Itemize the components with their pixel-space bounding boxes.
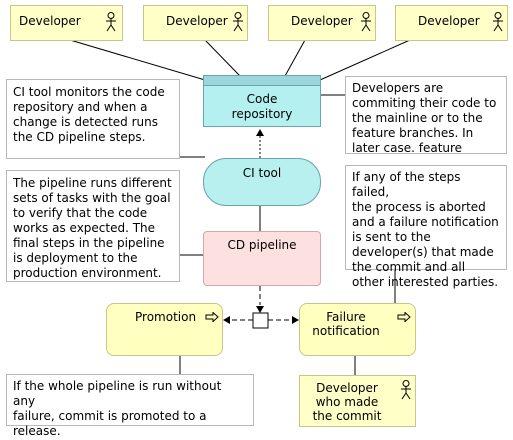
process-arrow-icon bbox=[397, 312, 411, 322]
note-line: to verify that the code bbox=[13, 206, 148, 220]
note-line: feature branches. In bbox=[352, 126, 474, 140]
note-line: If the whole pipeline is run without any bbox=[13, 379, 222, 408]
committer-label-line3: the commit bbox=[312, 409, 382, 423]
ci-to-repo-arrowhead bbox=[256, 129, 264, 136]
dev3-to-repo bbox=[284, 39, 306, 77]
developer-label: Developer bbox=[19, 14, 81, 28]
actor-icon bbox=[493, 12, 503, 32]
developer-label: Developer bbox=[166, 14, 228, 28]
note-line: commiting their code to bbox=[352, 96, 497, 110]
note-line: sets of tasks with the goal bbox=[13, 191, 171, 205]
promotion-label: Promotion bbox=[135, 310, 197, 324]
note-line: the commit and all bbox=[352, 260, 466, 274]
committer-label-line1: Developer bbox=[316, 381, 378, 395]
actor-icon bbox=[401, 380, 411, 400]
junction-node bbox=[252, 312, 269, 329]
ci-tool-node[interactable]: CI tool bbox=[203, 158, 321, 206]
failure-notification-node[interactable]: Failure notification bbox=[299, 303, 416, 356]
note-line: If any of the steps failed, bbox=[352, 170, 461, 199]
cd-pipeline-label: CD pipeline bbox=[227, 238, 297, 252]
committer-actor[interactable]: Developer who made the commit bbox=[299, 375, 416, 427]
note-line: The pipeline runs different bbox=[13, 176, 172, 190]
note-line: is deployment to the bbox=[13, 251, 138, 265]
actor-icon bbox=[106, 12, 116, 32]
repository-header-band bbox=[204, 76, 320, 86]
developer-actor-3[interactable]: Developer bbox=[268, 5, 376, 41]
repository-label-line2: repository bbox=[231, 107, 293, 121]
note-line: the process is aborted bbox=[352, 200, 486, 214]
pipeline-to-junction-arrowhead bbox=[256, 306, 264, 313]
note-line: the mainline or to the bbox=[352, 111, 483, 125]
developers-note: Developers are commiting their code to t… bbox=[345, 76, 507, 155]
note-line: final steps in the pipeline bbox=[13, 236, 165, 250]
note-line: developer(s) that made bbox=[352, 245, 494, 259]
dev4-to-repo bbox=[319, 39, 411, 81]
promotion-note: If the whole pipeline is run without any… bbox=[6, 374, 254, 438]
note-line: other interested parties. bbox=[352, 275, 499, 289]
note-line: Developers are bbox=[352, 81, 444, 95]
repository-label-line1: Code bbox=[246, 92, 278, 106]
developer-label: Developer bbox=[291, 14, 353, 28]
note-line: CI tool monitors the code bbox=[13, 85, 165, 99]
code-repository-node[interactable]: Code repository bbox=[203, 75, 321, 127]
note-line: and a failure notification bbox=[352, 215, 499, 229]
junction-to-failure-arrowhead bbox=[292, 316, 299, 324]
developer-actor-2[interactable]: Developer bbox=[143, 5, 248, 41]
junction-to-promotion-arrowhead bbox=[223, 316, 230, 324]
promotion-node[interactable]: Promotion bbox=[106, 303, 223, 356]
note-line: release. bbox=[13, 424, 61, 438]
note-line: later case. feature bbox=[352, 141, 463, 155]
ci-tool-label: CI tool bbox=[242, 166, 282, 180]
actor-icon bbox=[233, 12, 243, 32]
dev1-to-repo bbox=[69, 39, 206, 81]
committer-label-line2: who made bbox=[315, 395, 379, 409]
actor-icon bbox=[361, 12, 371, 32]
developer-actor-1[interactable]: Developer bbox=[10, 5, 123, 41]
failure-label-line1: Failure bbox=[326, 310, 366, 324]
failure-note: If any of the steps failed, the process … bbox=[345, 165, 507, 289]
ci-tool-note: CI tool monitors the code repository and… bbox=[6, 79, 180, 159]
pipeline-note: The pipeline runs different sets of task… bbox=[6, 170, 180, 282]
note-line: works as expected. The bbox=[13, 221, 156, 235]
note-line: repository and when a bbox=[13, 100, 148, 114]
developer-actor-4[interactable]: Developer bbox=[395, 5, 508, 41]
note-line: failure, commit is promoted to a bbox=[13, 409, 207, 423]
failure-label-line2: notification bbox=[312, 324, 380, 338]
cd-pipeline-node[interactable]: CD pipeline bbox=[203, 231, 321, 286]
dev2-to-repo bbox=[204, 39, 241, 77]
developer-label: Developer bbox=[418, 14, 480, 28]
process-arrow-icon bbox=[205, 312, 219, 322]
note-line: the CD pipeline steps. bbox=[13, 130, 146, 144]
note-line: production environment. bbox=[13, 266, 162, 280]
note-line: is sent to the bbox=[352, 230, 431, 244]
note-line: change is detected runs bbox=[13, 115, 158, 129]
